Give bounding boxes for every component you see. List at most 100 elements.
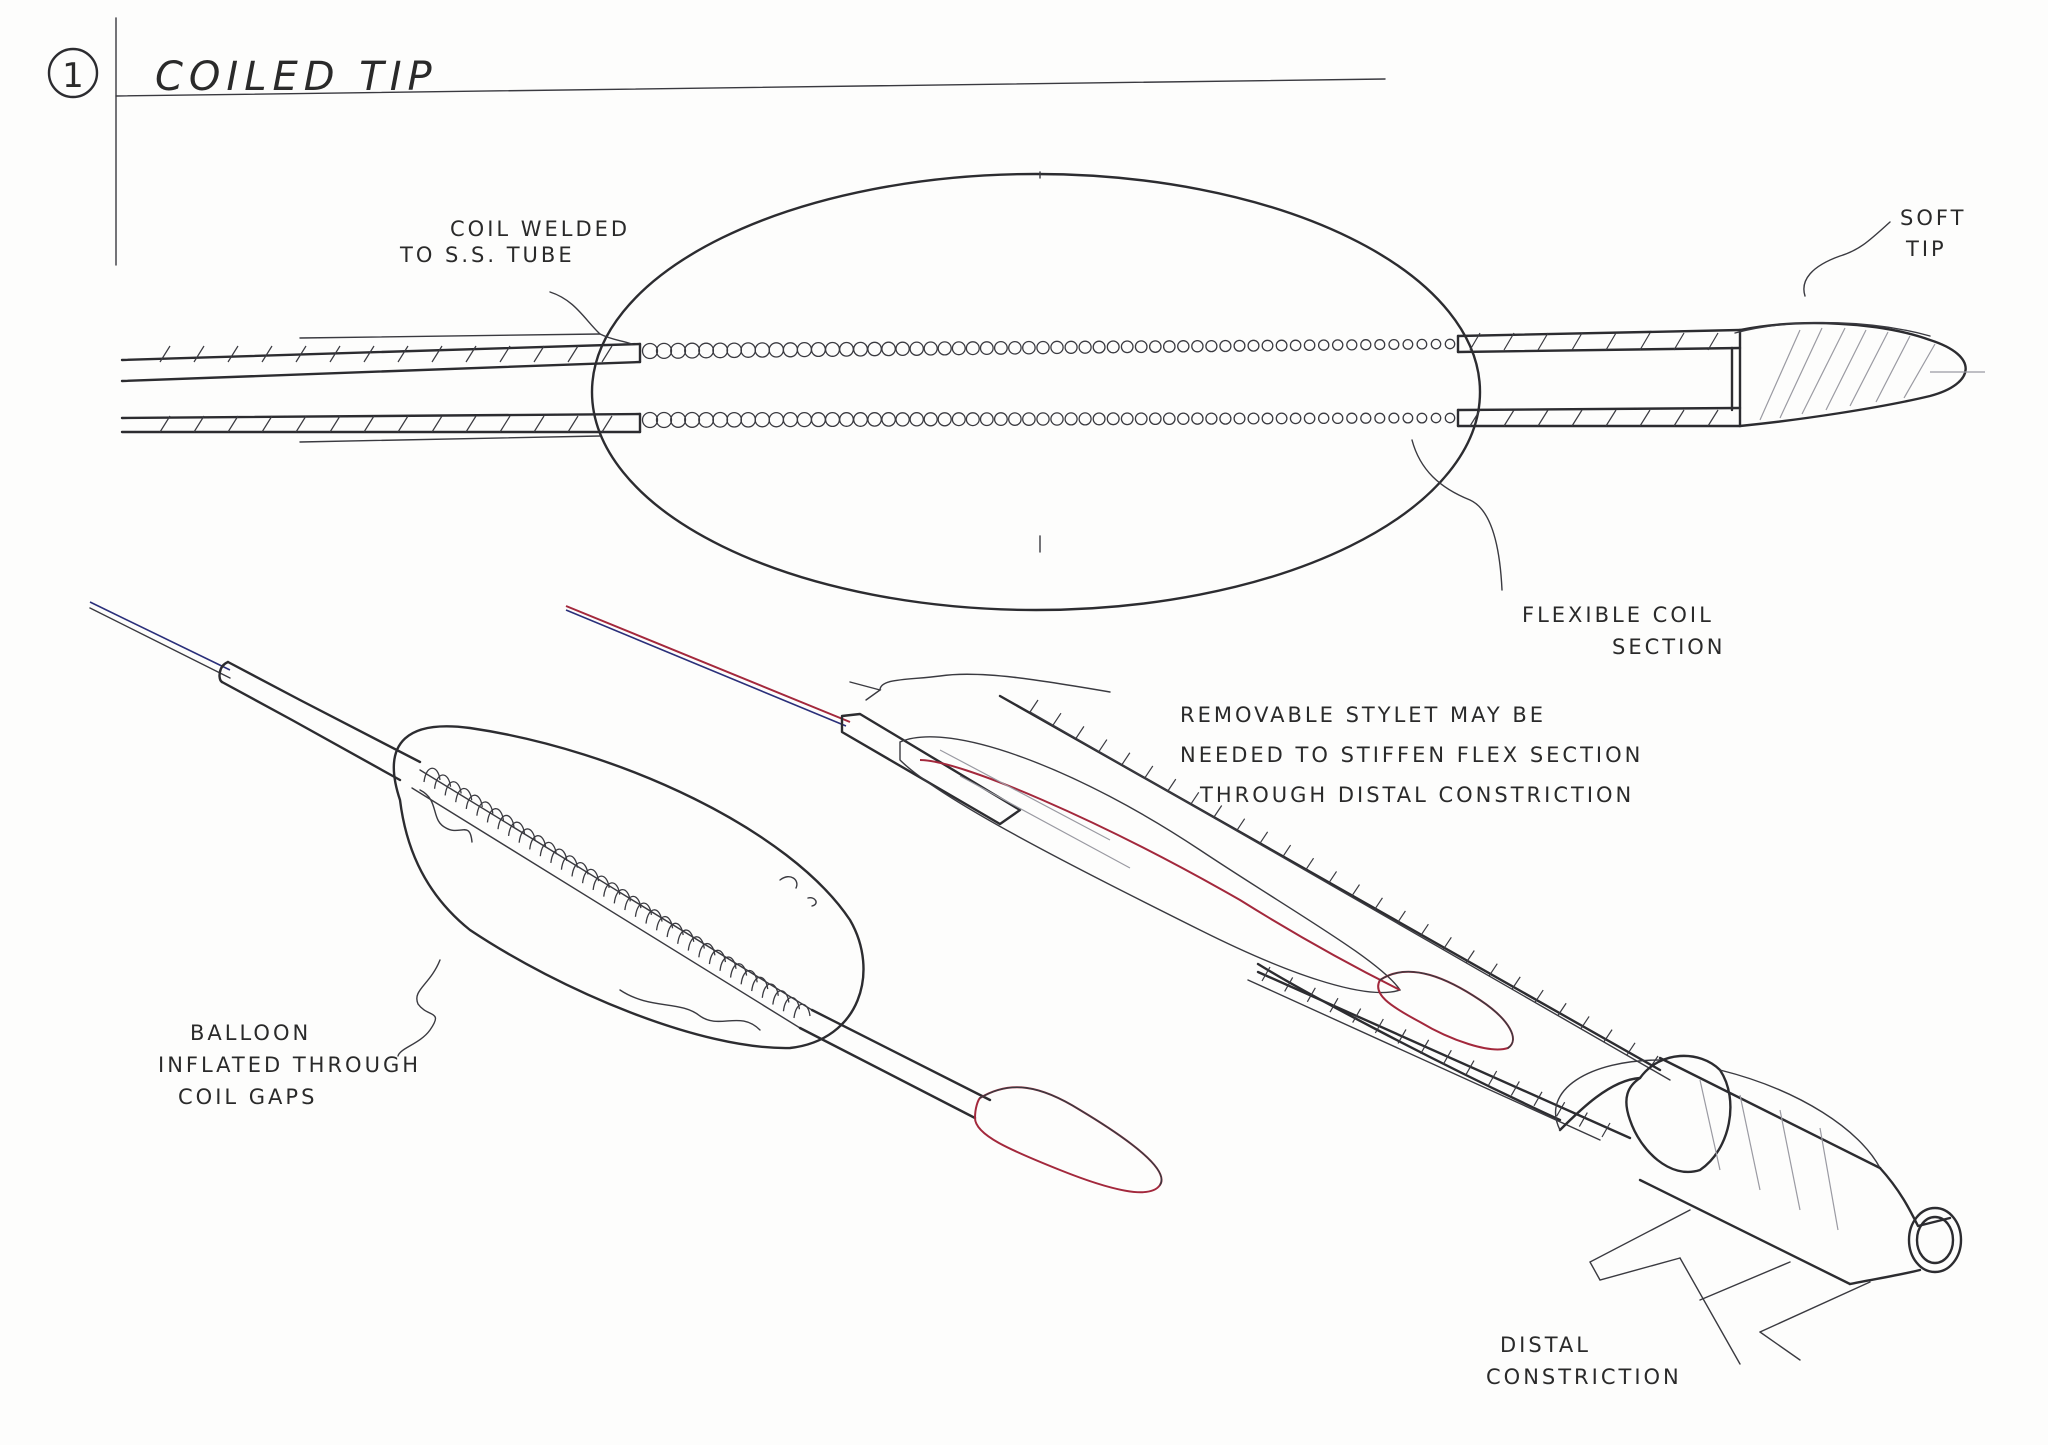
hatch-mark	[1442, 937, 1452, 950]
hatch-mark	[1605, 409, 1617, 427]
stylet-wire	[565, 605, 851, 723]
coil-bead	[1261, 339, 1274, 352]
hatch-mark	[1707, 409, 1719, 427]
coil-bead	[810, 412, 826, 428]
coil-bead	[726, 342, 743, 359]
hatch-mark	[227, 345, 239, 363]
coil-bead	[1430, 412, 1442, 424]
hatch-mark	[1488, 1070, 1498, 1086]
coil-bead	[1317, 412, 1330, 425]
coil-bead	[1233, 412, 1246, 425]
hatch-mark	[397, 345, 409, 363]
hatch-mark	[1571, 332, 1583, 351]
hatch-mark	[1374, 1018, 1384, 1034]
hatch-mark	[1601, 1122, 1611, 1138]
hatch-mark	[499, 345, 511, 363]
hatch-mark	[1052, 712, 1062, 726]
hatch-mark	[1236, 818, 1246, 831]
coil-bead	[937, 412, 952, 427]
coil-bead	[951, 412, 966, 427]
coil-bead	[1430, 338, 1442, 350]
title-block: 1 COILED TIP	[47, 17, 1386, 266]
hatch-mark	[1537, 332, 1549, 351]
balloon-iso-view: BALLOON INFLATED THROUGH COIL GAPS	[89, 601, 1163, 1194]
hatch-mark	[1261, 966, 1271, 982]
hatch-mark	[1075, 726, 1085, 739]
coil-bead	[1402, 412, 1414, 424]
hatch-mark	[1282, 844, 1292, 858]
coil-bead	[839, 341, 854, 357]
hatch-mark	[1397, 1029, 1407, 1044]
coil-bead	[1134, 412, 1148, 426]
hatch-mark	[1503, 332, 1515, 351]
hatch-mark	[159, 345, 171, 363]
coil-bead	[979, 341, 994, 356]
coil-bead	[923, 341, 938, 356]
coil-bead	[824, 411, 841, 428]
folded-balloon	[899, 736, 1402, 994]
coil-bead	[1162, 340, 1176, 353]
coil-bead	[1177, 340, 1190, 353]
coil-bead	[1247, 339, 1260, 352]
label-flexible-coil-2: SECTION	[1612, 635, 1726, 659]
inflated-balloon	[392, 725, 865, 1050]
label-distal-2: CONSTRICTION	[1486, 1365, 1682, 1389]
coil-bead	[824, 341, 841, 357]
hatch-mark	[1328, 871, 1338, 884]
hatch-mark	[1580, 1016, 1590, 1029]
balloon-outline	[590, 172, 1482, 612]
coil-bead	[839, 412, 854, 427]
coil-bead	[1402, 338, 1414, 350]
hatch-mark	[1488, 963, 1498, 977]
coil-bead	[726, 411, 743, 428]
coil-bead	[1120, 412, 1134, 426]
guidewire	[89, 601, 231, 671]
coil-bead	[782, 411, 799, 428]
hatch-mark	[1673, 409, 1685, 427]
hatch-mark	[1707, 332, 1719, 351]
hatch-mark	[1352, 1008, 1362, 1023]
coil-bead	[684, 411, 701, 428]
coil-bead	[979, 412, 994, 427]
label-coil-welded-2: TO S.S. TUBE	[399, 243, 575, 267]
hatch-mark	[1605, 332, 1617, 351]
coil-bead	[1022, 340, 1036, 355]
proximal-tube	[120, 333, 642, 443]
coil-bead	[1106, 340, 1120, 354]
hatch-mark	[1373, 897, 1383, 911]
hatch-mark	[329, 345, 341, 363]
coil-bead	[1106, 412, 1120, 426]
hatch-mark	[1465, 1060, 1475, 1075]
hatch-mark	[261, 345, 273, 363]
coil-bead	[1247, 412, 1260, 425]
hatch-mark	[1510, 1081, 1520, 1096]
coil-bead	[951, 341, 966, 356]
coil-bead	[1219, 412, 1232, 425]
hatch-mark	[1121, 752, 1131, 766]
coil-bead	[895, 341, 910, 357]
hatch-mark	[329, 415, 341, 433]
coil-bead	[1148, 412, 1162, 426]
hatch-mark	[193, 345, 205, 363]
coil-bead	[740, 342, 757, 358]
coil-bead	[1331, 412, 1344, 425]
hatch-mark	[1639, 332, 1651, 351]
hatch-mark	[1259, 831, 1269, 845]
coil-bead	[641, 342, 659, 360]
coil-bead	[853, 412, 868, 427]
hatch-mark	[465, 345, 477, 363]
label-soft-tip-2: TIP	[1905, 237, 1947, 261]
label-balloon-2: INFLATED THROUGH	[158, 1053, 421, 1077]
coil-bead	[684, 342, 701, 359]
coil-bead	[937, 341, 952, 356]
coil-bead	[965, 412, 980, 427]
coil-bead	[1191, 412, 1204, 425]
hatch-mark	[1534, 989, 1544, 1003]
coil-bead	[1050, 412, 1064, 426]
hatch-mark	[1029, 699, 1039, 713]
hatch-mark	[1571, 409, 1583, 427]
hatch-mark	[1167, 778, 1177, 792]
section-view: COIL WELDED TO S.S. TUBE SOFT TIP FLEXIB…	[120, 171, 1985, 659]
coil-bead	[1444, 338, 1456, 350]
